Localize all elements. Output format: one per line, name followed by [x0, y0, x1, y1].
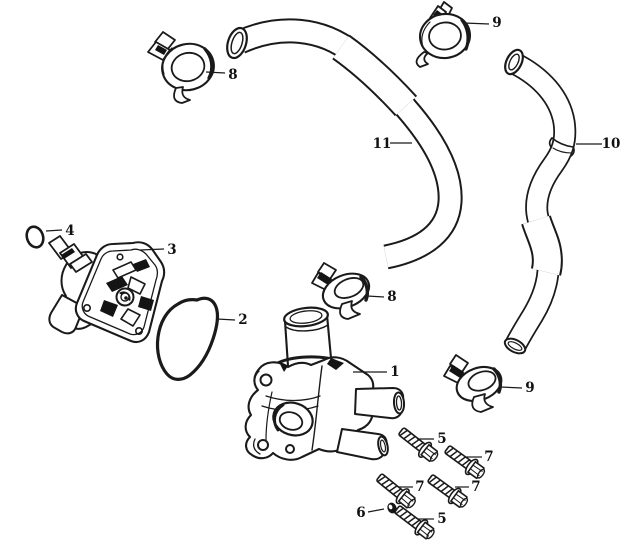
part-11-hose	[226, 18, 463, 270]
part-7-bolt-b	[372, 469, 420, 513]
hose-10-cover-edge	[548, 137, 575, 157]
callout-9-top: 9	[492, 15, 501, 31]
callout-10: 10	[602, 136, 621, 152]
part-9-clamp-lower	[443, 354, 503, 413]
callout-2: 2	[238, 312, 247, 328]
part-5-bolt-a	[394, 423, 443, 466]
leader-8-middle	[366, 295, 385, 298]
leader-lines	[45, 22, 602, 520]
part-3-pump	[48, 235, 166, 344]
leader-6	[367, 508, 385, 513]
hose-10-opening-top	[504, 48, 524, 76]
callout-7-a: 7	[484, 449, 493, 465]
callout-9-lower: 9	[525, 380, 534, 396]
leader-9-top	[463, 22, 490, 25]
part-1-housing	[244, 306, 406, 461]
callout-8-middle: 8	[387, 289, 396, 305]
part-5-bolt-b	[390, 501, 439, 542]
callout-5-a: 5	[437, 431, 446, 447]
leader-3	[139, 248, 165, 251]
part-7-bolt-a	[441, 441, 489, 483]
callout-5-b: 5	[437, 511, 446, 527]
part-2-gasket	[155, 296, 220, 381]
callout-1: 1	[390, 364, 399, 380]
part-7-bolt-c	[424, 470, 472, 512]
part-4-oring	[25, 225, 45, 249]
callout-labels: 8 9 11 10 4 3 2 8 1 9 5 7 7 7 6 5	[65, 15, 620, 527]
callout-7-b: 7	[415, 479, 424, 495]
leader-4	[45, 229, 63, 232]
callout-7-c: 7	[471, 479, 480, 495]
leader-2	[216, 318, 236, 321]
part-8-clamp-middle	[311, 262, 371, 320]
hose-10-opening-bottom	[503, 337, 527, 355]
callout-8-top: 8	[228, 67, 237, 83]
callout-4: 4	[65, 223, 74, 239]
part-6-screw	[387, 502, 397, 514]
hose-11-opening	[226, 26, 248, 60]
part-9-clamp-top	[415, 1, 471, 68]
callout-6: 6	[356, 505, 365, 521]
callout-11: 11	[373, 136, 392, 152]
part-10-hose	[503, 48, 577, 355]
part-8-clamp-top	[147, 31, 215, 104]
leader-8-top	[205, 71, 226, 74]
leader-9-lower	[499, 386, 523, 389]
callout-3: 3	[167, 242, 176, 258]
